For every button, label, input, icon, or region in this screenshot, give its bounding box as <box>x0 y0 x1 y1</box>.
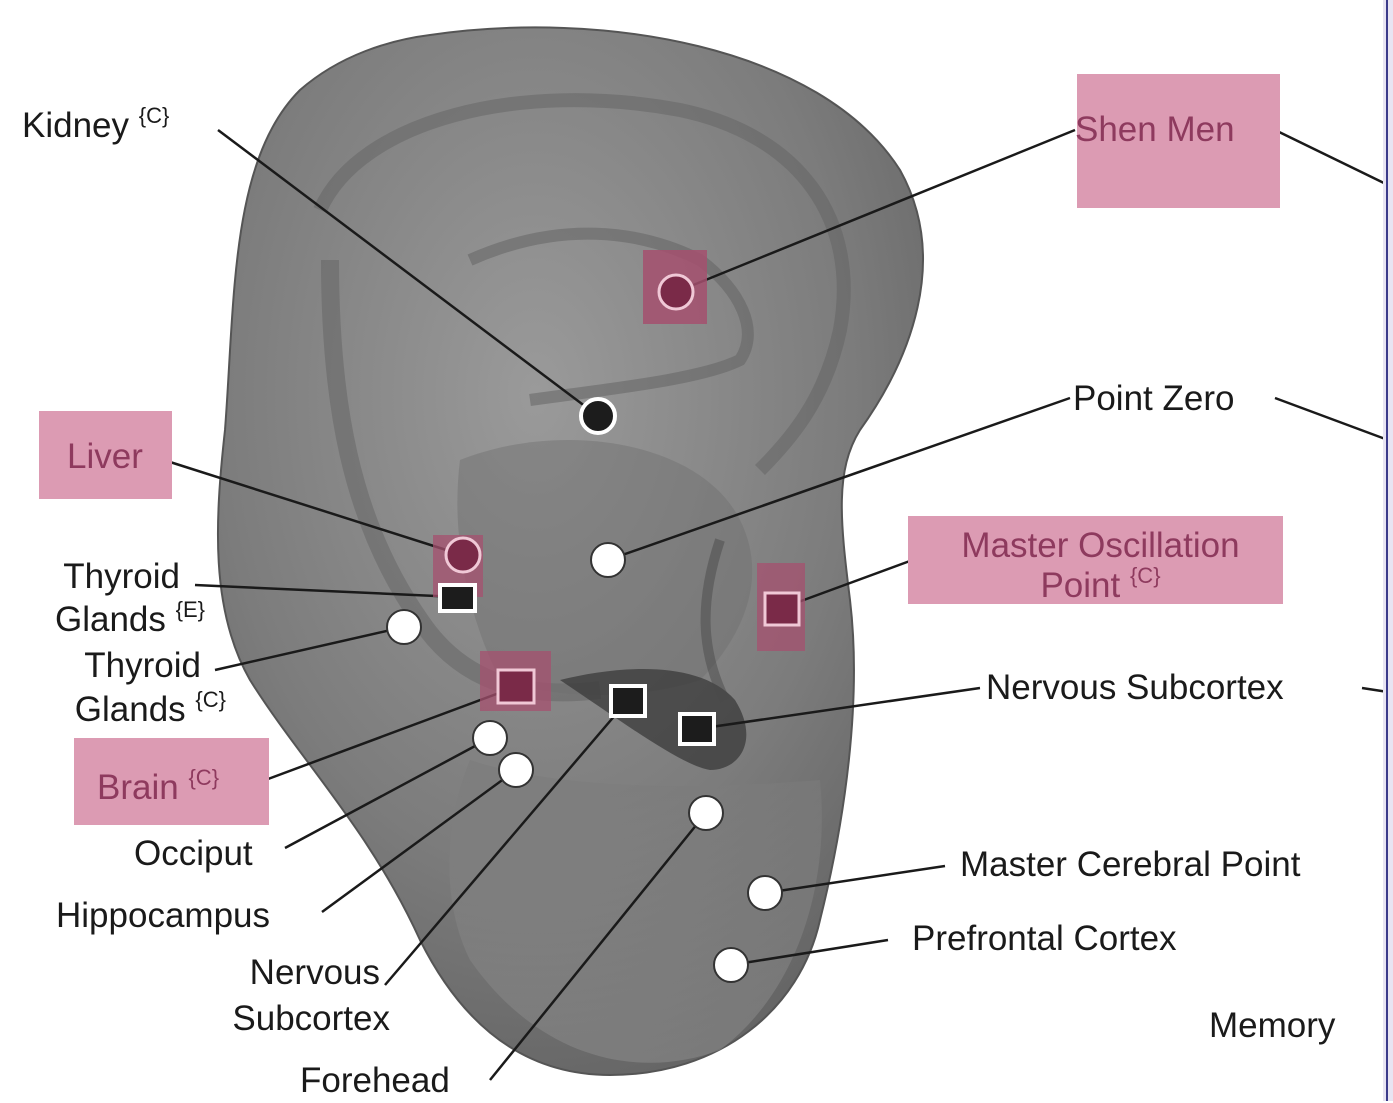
forehead-label: Forehead <box>300 1059 450 1103</box>
master-cerebral-label: Master Cerebral Point <box>960 843 1300 887</box>
prefrontal-cortex-marker <box>714 948 748 982</box>
nervous-subcortex-left-marker <box>611 686 645 716</box>
kidney-label: Kidney {C} <box>22 104 169 152</box>
forehead-marker <box>689 796 723 830</box>
thyroid-glands-e-marker <box>440 585 475 611</box>
thyroid-glands-c-label-line1: Thyroid <box>0 644 201 688</box>
nervous-subcortex-right-marker <box>680 714 714 744</box>
shen-men-label: Shen Men <box>1075 108 1235 152</box>
brain-label: Brain {C} <box>97 766 219 814</box>
brain-marker <box>498 670 534 703</box>
thyroid-glands-c-label-line2: Glands {C} <box>0 688 226 736</box>
right-edge-line <box>1386 0 1388 1101</box>
occiput-marker <box>473 721 507 755</box>
hippocampus-label: Hippocampus <box>56 894 270 938</box>
master-cerebral-marker <box>748 876 782 910</box>
liver-point-marker <box>446 538 480 572</box>
shen-men-point-marker <box>659 275 693 309</box>
nervous-subcortex-right-label: Nervous Subcortex <box>986 666 1284 710</box>
thyroid-glands-c-marker <box>387 610 421 644</box>
master-oscillation-marker <box>765 593 799 625</box>
nervous-subcortex-left-label-line2: Subcortex <box>150 997 390 1041</box>
thyroid-glands-e-label-line2: Glands {E} <box>0 598 205 646</box>
memory-label: Memory <box>1209 1004 1335 1048</box>
point-zero-label: Point Zero <box>1073 377 1234 421</box>
hippocampus-marker <box>499 753 533 787</box>
liver-label: Liver <box>67 435 143 479</box>
prefrontal-cortex-label: Prefrontal Cortex <box>912 917 1177 961</box>
thyroid-glands-e-label-line1: Thyroid <box>0 555 180 599</box>
master-oscillation-label-line2: Point {C} <box>918 564 1283 612</box>
point-zero-marker <box>591 543 625 577</box>
master-oscillation-label-line1: Master Oscillation <box>918 524 1283 568</box>
occiput-label: Occiput <box>134 832 253 876</box>
nervous-subcortex-left-label-line1: Nervous <box>150 951 380 995</box>
right-edge-bar <box>1383 0 1393 1101</box>
kidney-point-marker <box>581 399 615 433</box>
